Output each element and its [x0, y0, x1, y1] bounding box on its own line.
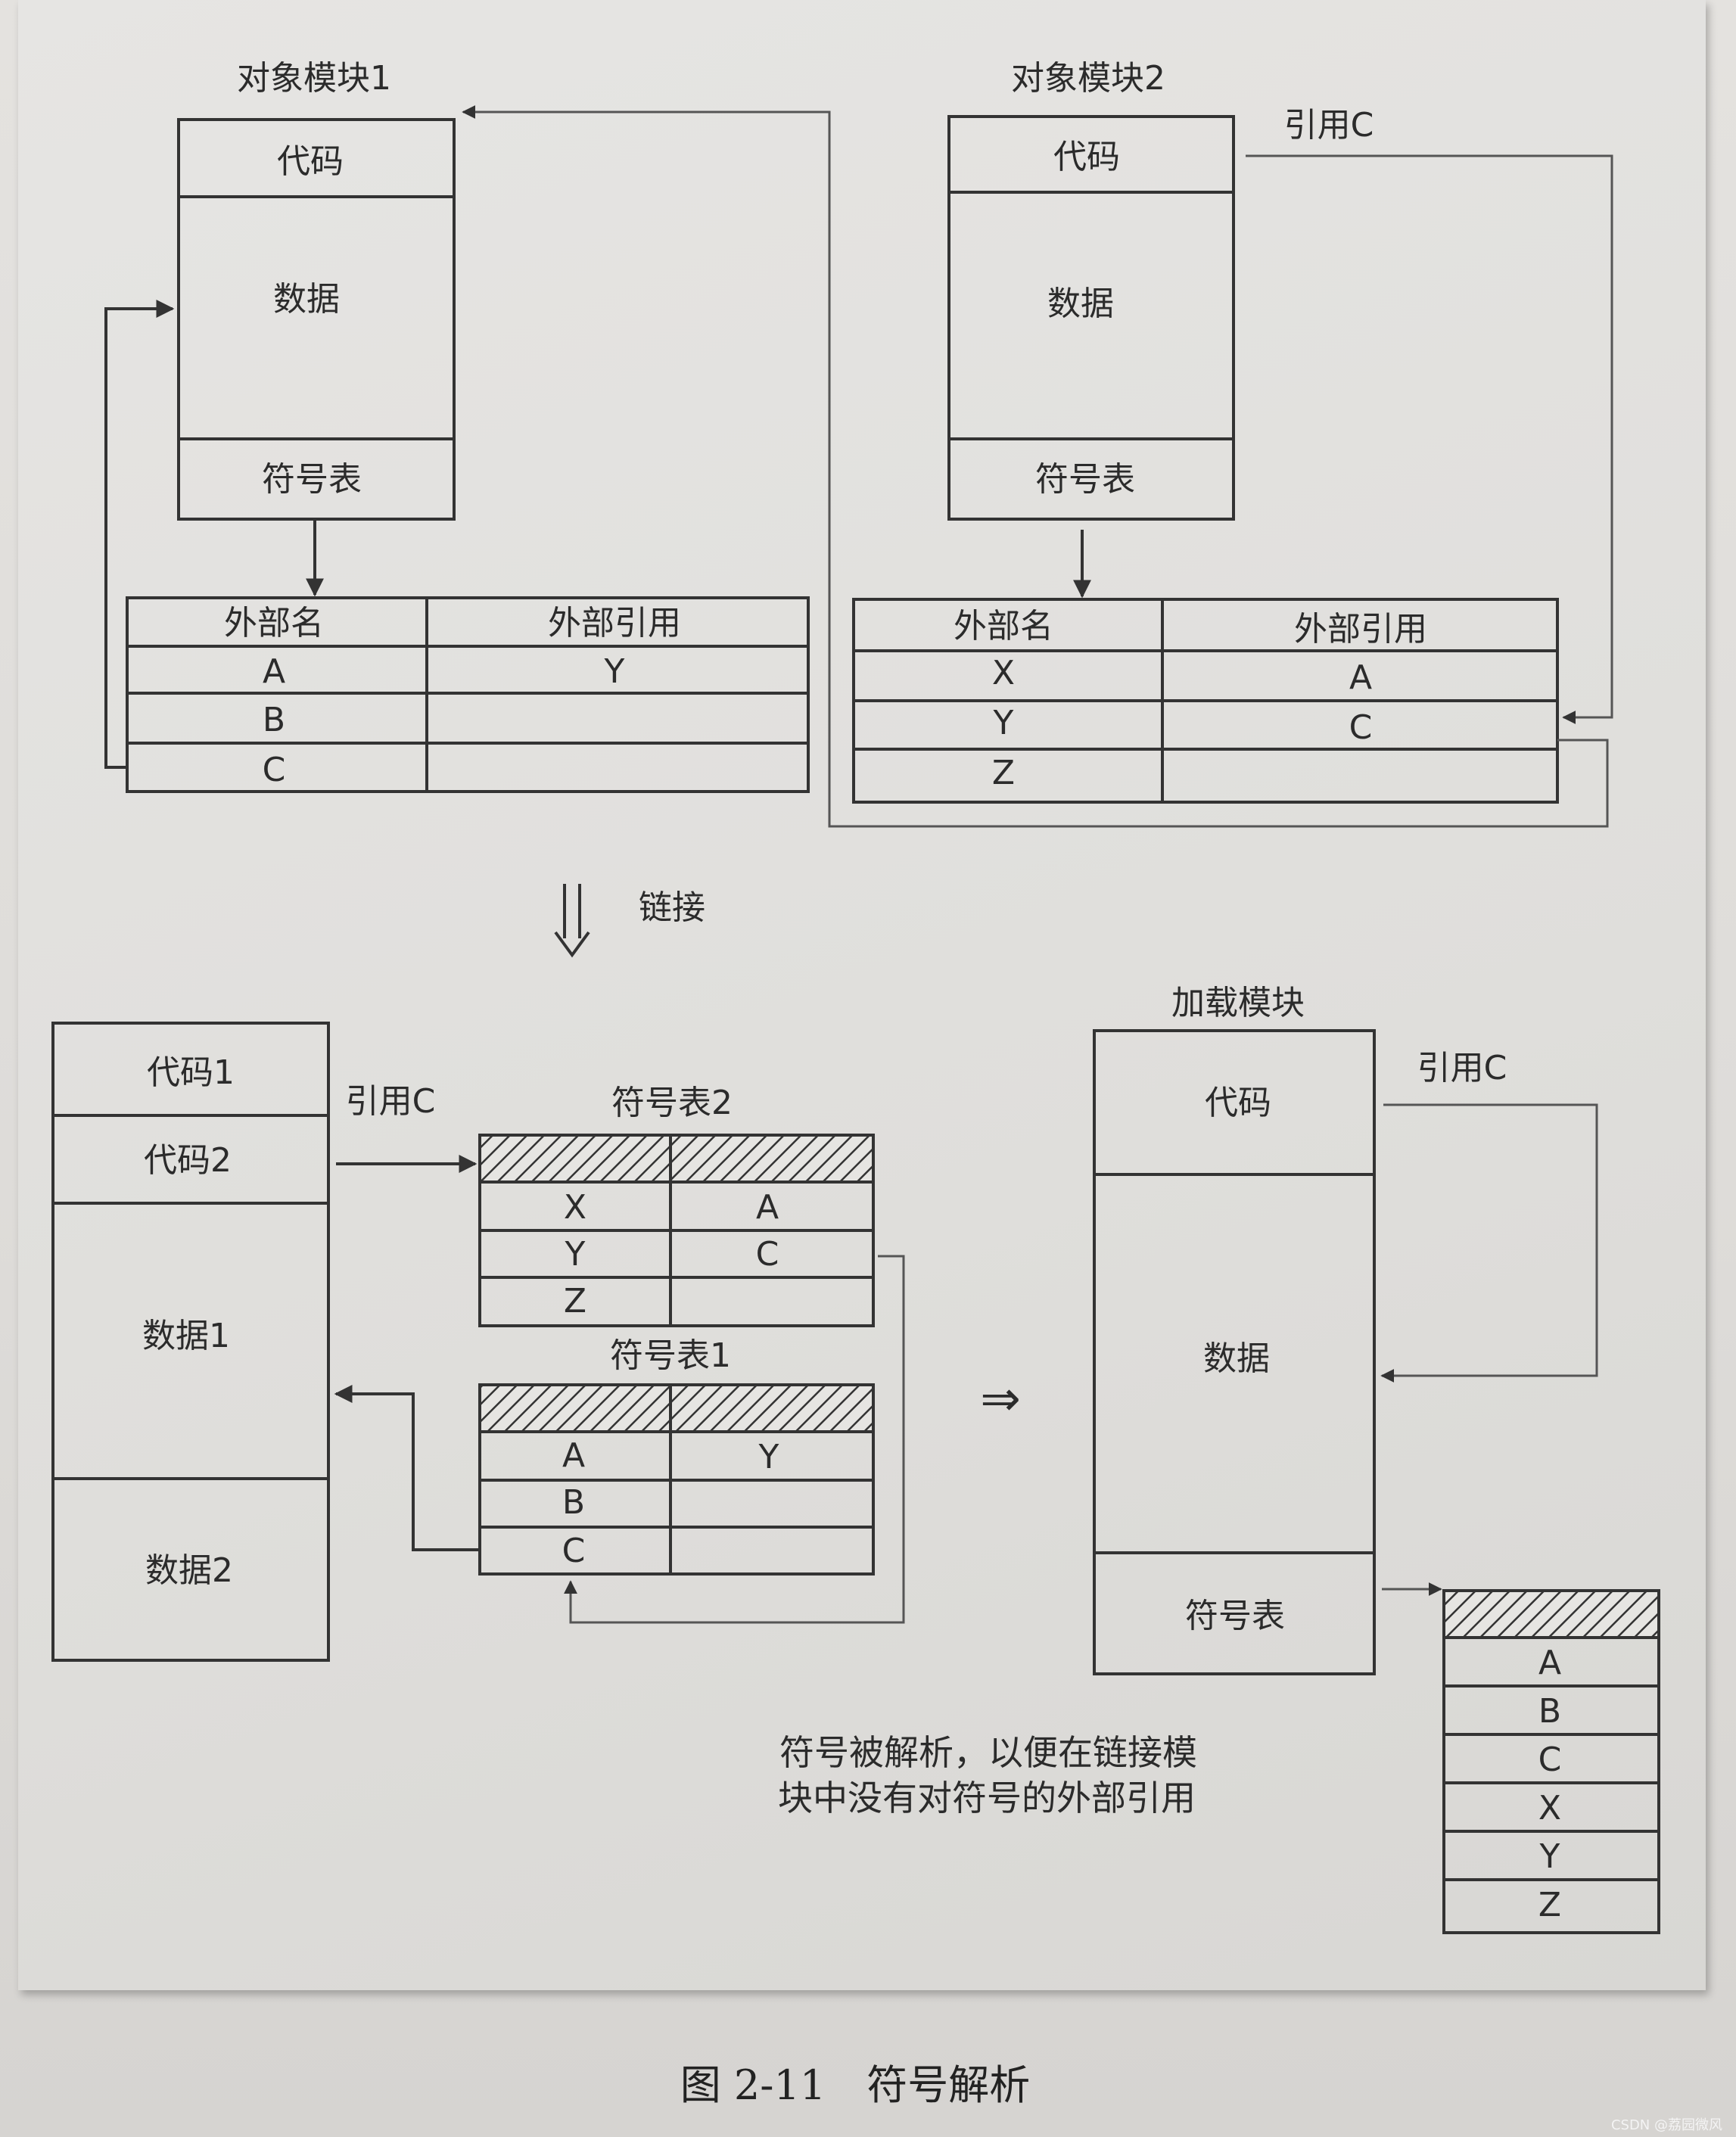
module2-box — [947, 115, 1235, 521]
module2-ext-table: 外部名 外部引用 X A Y C Z — [852, 598, 1559, 804]
load-module-symtab: 符号表 — [1185, 1597, 1285, 1635]
symtab2-title: 符号表2 — [611, 1084, 733, 1122]
module1-row-c-name: C — [263, 751, 286, 789]
symtab1-title: 符号表1 — [610, 1336, 731, 1375]
module2-ref-c-arrow — [1246, 154, 1613, 724]
symtab2-r1-name: X — [564, 1188, 586, 1227]
symtab2-c-to-symtab1-arrow — [564, 1255, 905, 1624]
module2-title: 对象模块2 — [1011, 59, 1165, 98]
load-module-data: 数据 — [1203, 1339, 1270, 1378]
csdn-watermark: CSDN @荔园微风 — [1611, 2117, 1722, 2133]
load-module-ref-c-arrow — [1380, 1103, 1598, 1383]
symtab2-r1-ref: A — [756, 1188, 779, 1227]
module2-row-y-name: Y — [993, 704, 1014, 742]
module2-row-y-ref: C — [1349, 708, 1373, 747]
linked-data1: 数据1 — [142, 1317, 230, 1355]
module1-code: 代码 — [277, 142, 344, 181]
linked-module: 代码1 代码2 数据1 数据2 引用C 符号表2 X A Y C Z 符号表1 — [51, 1022, 905, 1662]
module1-title: 对象模块1 — [237, 59, 391, 98]
note-line-2: 块中没有对符号的外部引用 — [778, 1778, 1196, 1818]
link-step: 链接 — [554, 884, 705, 958]
load-symbol-b: B — [1538, 1692, 1561, 1731]
module1-row-b-name: B — [263, 701, 285, 739]
figure-caption: 图 2-11 符号解析 — [680, 2061, 1030, 2109]
linked-data2: 数据2 — [145, 1551, 233, 1590]
module2-ref-label: 引用C — [1284, 106, 1374, 145]
symtab1-r1-name: A — [562, 1436, 585, 1475]
module1-ext-table: 外部名 外部引用 A Y B C — [126, 596, 810, 793]
symtab2-r2-name: Y — [565, 1235, 586, 1274]
symtab2: X A Y C Z — [478, 1134, 875, 1327]
module2-header-name: 外部名 — [954, 607, 1053, 645]
symtab2-r2-ref: C — [756, 1235, 779, 1274]
linked-code1: 代码1 — [147, 1053, 235, 1092]
linked-ref-label: 引用C — [346, 1082, 436, 1121]
module1-c-to-data-arrow — [104, 300, 175, 769]
module1-header-ref: 外部引用 — [548, 604, 681, 642]
module1-data: 数据 — [273, 280, 340, 319]
figure-panel — [18, 0, 1706, 1990]
load-symbol-x: X — [1538, 1789, 1561, 1827]
module2-header-ref: 外部引用 — [1294, 610, 1427, 649]
linked-module-box — [51, 1022, 330, 1662]
load-module-ref-label: 引用C — [1417, 1049, 1507, 1087]
load-symbol-a: A — [1538, 1644, 1561, 1682]
module2-row-x-name: X — [992, 654, 1015, 692]
link-label: 链接 — [639, 888, 705, 927]
module1-symtab: 符号表 — [262, 460, 362, 499]
load-module-box — [1093, 1029, 1376, 1675]
note-line-1: 符号被解析，以便在链接模 — [779, 1732, 1197, 1773]
module2-row-z-name: Z — [992, 754, 1015, 792]
linked-code2: 代码2 — [144, 1141, 232, 1180]
symtab2-r3-name: Z — [564, 1282, 586, 1320]
load-module-title: 加载模块 — [1171, 984, 1305, 1022]
symtab1-c-to-data1-arrow — [334, 1385, 480, 1551]
module2-row-x-ref: A — [1349, 658, 1372, 697]
object-module-2: 对象模块2 引用C 代码 数据 符号表 外部名 外部引用 X A Y C Z — [462, 59, 1613, 828]
module1-row-a-ref: Y — [604, 652, 625, 691]
load-symbol-y: Y — [1539, 1837, 1560, 1876]
implies-arrow: ⇒ — [980, 1371, 1021, 1427]
svg-text:⇒: ⇒ — [980, 1371, 1021, 1427]
load-symbol-z: Z — [1538, 1886, 1561, 1924]
module2-code: 代码 — [1053, 138, 1120, 176]
module2-data: 数据 — [1047, 285, 1114, 323]
module1-row-a-name: A — [263, 652, 285, 691]
load-module-symbol-list: A B C X Y Z — [1442, 1589, 1660, 1934]
module2-c-to-module1-arrow — [462, 105, 1609, 828]
symtab1-r3-name: C — [562, 1532, 586, 1570]
symtab1-r2-name: B — [562, 1483, 585, 1522]
module2-symtab: 符号表 — [1035, 460, 1135, 499]
symtab1: A Y B C — [478, 1383, 875, 1576]
load-module: 加载模块 引用C 代码 数据 符号表 A B C X Y Z — [1093, 984, 1660, 1934]
symtab1-r1-ref: Y — [758, 1438, 779, 1476]
resolution-note: 符号被解析，以便在链接模 块中没有对符号的外部引用 — [778, 1732, 1197, 1818]
load-symbol-c: C — [1538, 1740, 1562, 1779]
load-module-code: 代码 — [1205, 1084, 1271, 1122]
module1-header-name: 外部名 — [224, 604, 324, 642]
object-module-1: 对象模块1 代码 数据 符号表 外部名 外部引用 A Y B C — [104, 59, 810, 793]
